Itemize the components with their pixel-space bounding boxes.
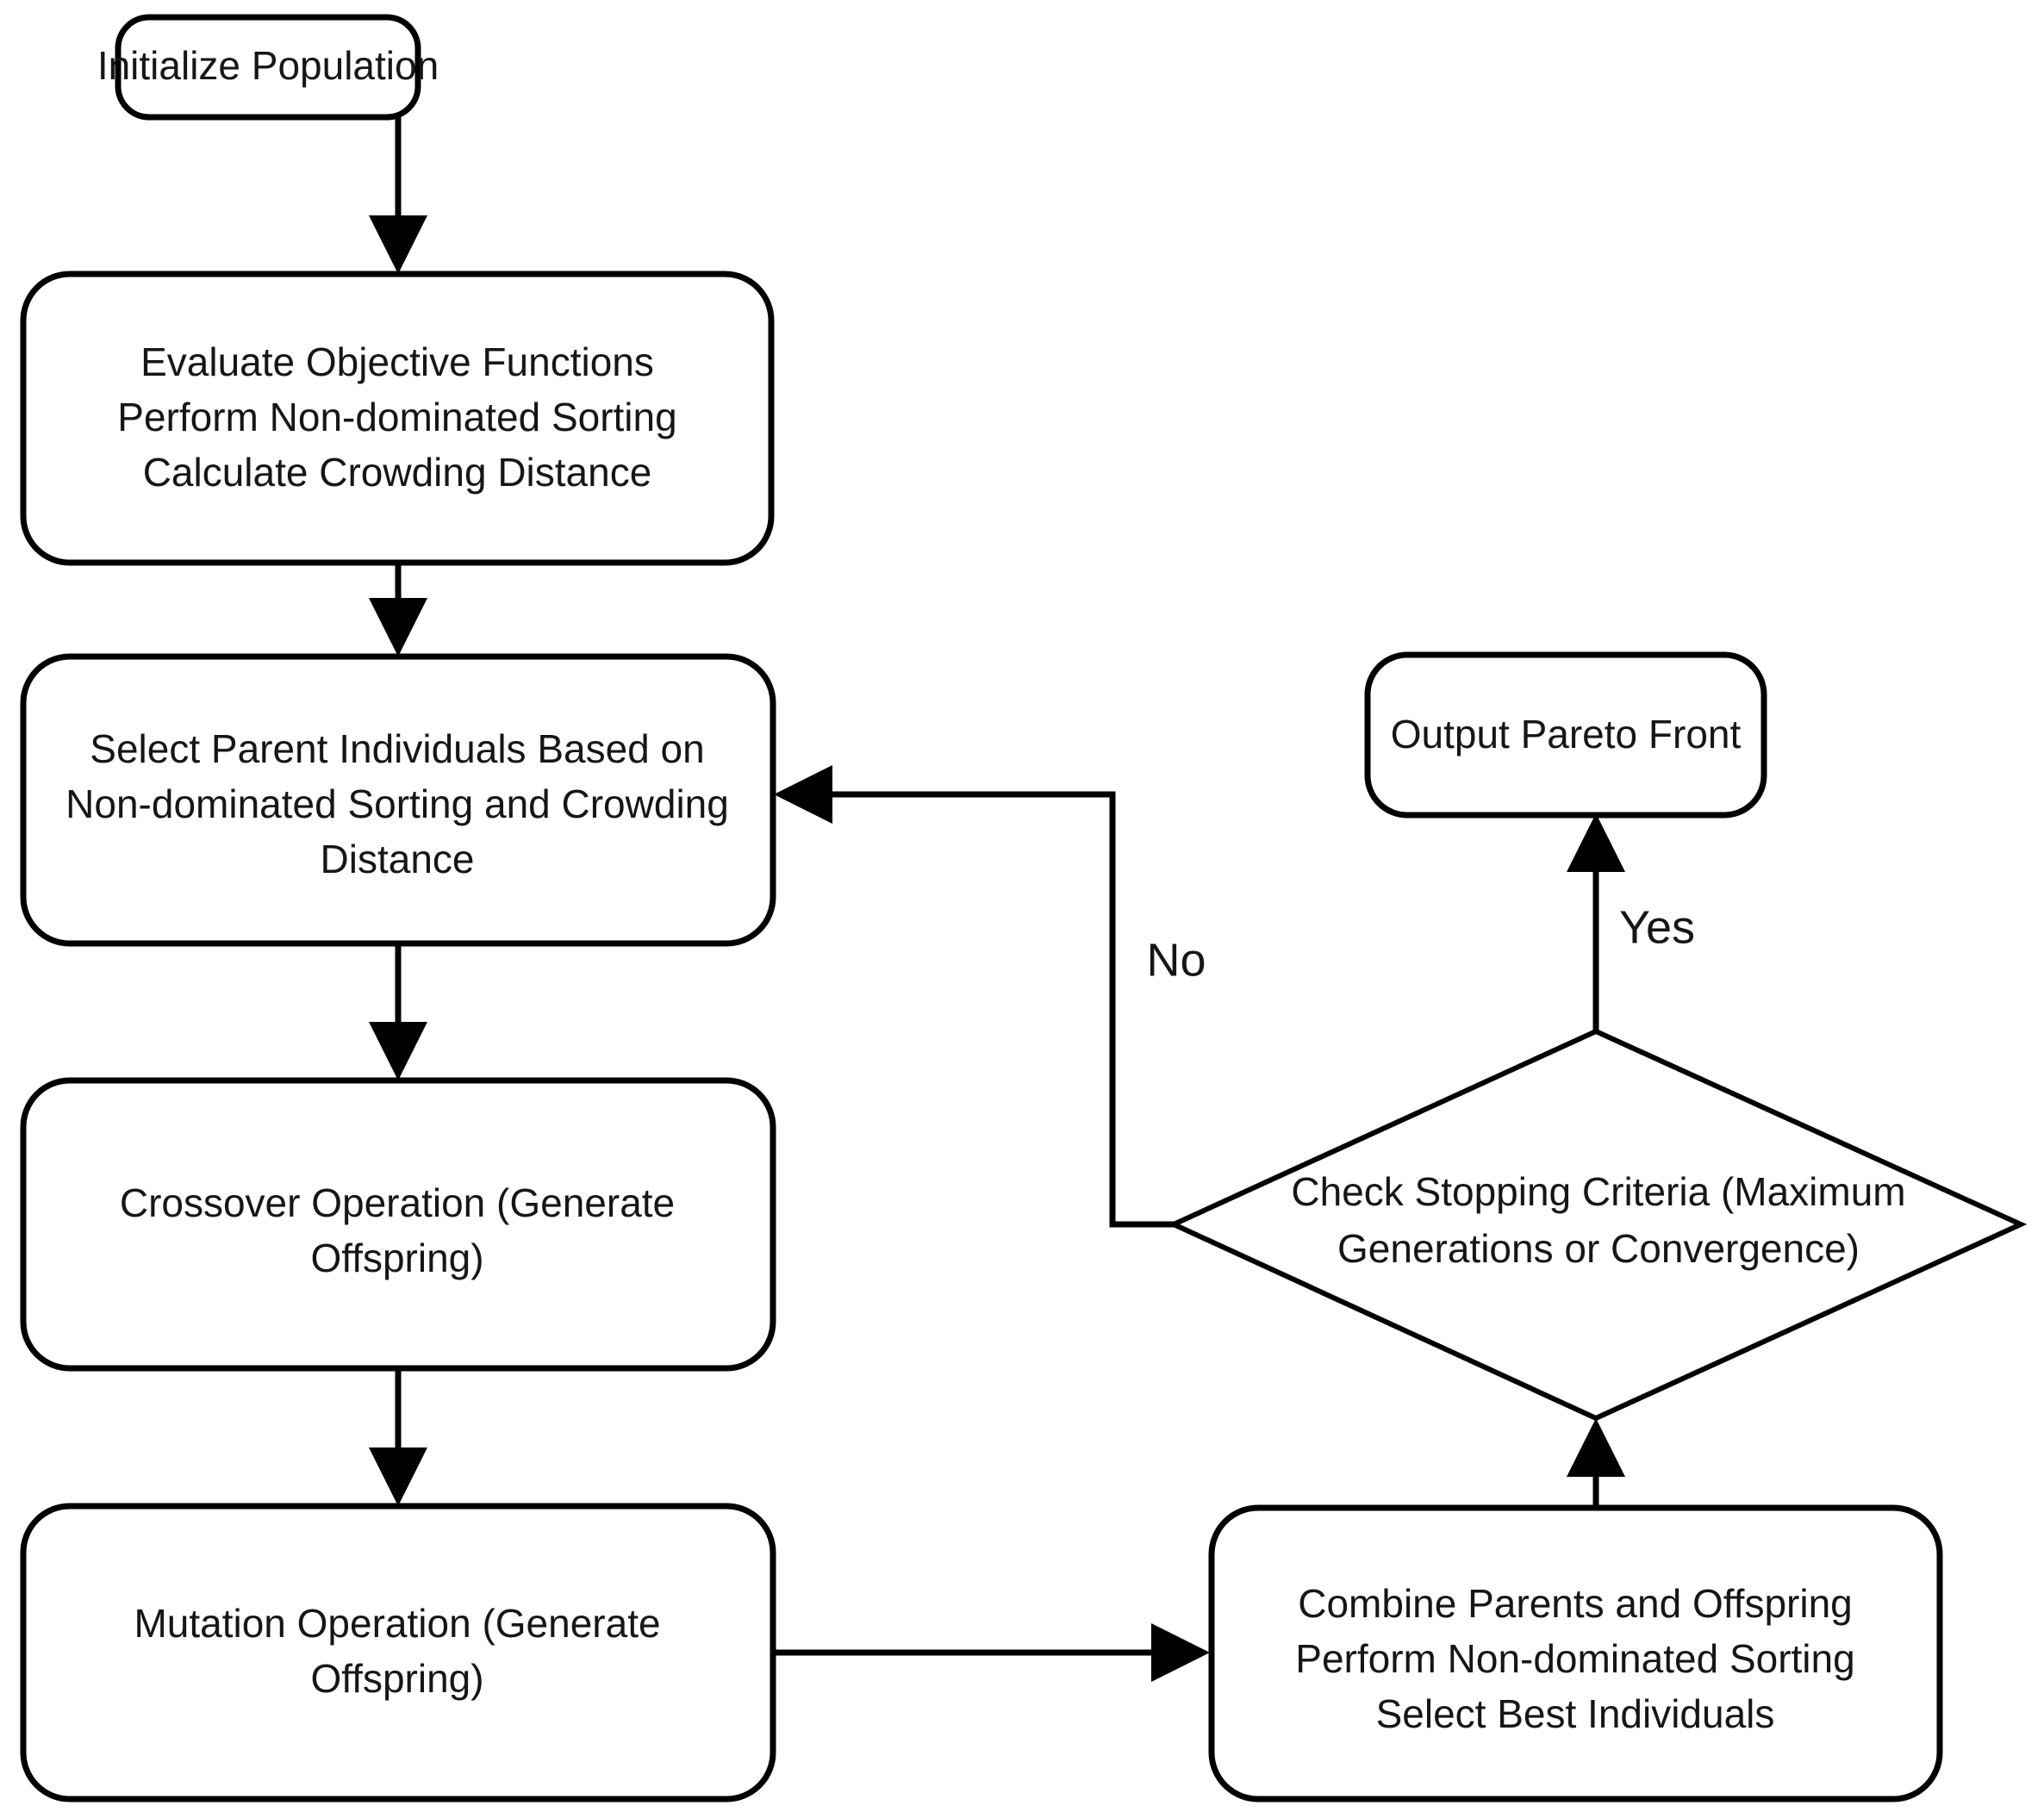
node-evaluate-objective-functions-shape (20, 271, 775, 566)
node-crossover-line-1: Crossover Operation (Generate (120, 1180, 675, 1225)
edge-initialize-to-evaluate (369, 117, 427, 274)
node-check-stopping-line-2: Generations or Convergence) (1337, 1226, 1860, 1271)
edge-label-yes: Yes (1619, 901, 1695, 953)
node-mutation-line-1: Mutation Operation (Generate (134, 1601, 660, 1646)
node-combine-parents-offspring-shape (1208, 1504, 1943, 1802)
edge-check-stopping-to-output-yes (1567, 813, 1625, 1031)
node-mutation-line-2: Offspring) (310, 1656, 483, 1701)
node-mutation-operation-shape (20, 1503, 776, 1802)
node-combine-line-1: Combine Parents and Offspring (1298, 1581, 1853, 1626)
edge-evaluate-to-select-parents (369, 563, 427, 657)
node-select-parent-individuals[interactable]: Select Parent Individuals Based on Non-d… (20, 653, 776, 947)
node-check-stopping-criteria[interactable]: Check Stopping Criteria (Maximum Generat… (1167, 1028, 2028, 1422)
node-crossover-operation[interactable]: Crossover Operation (Generate Offspring) (20, 1077, 776, 1372)
edge-label-no: No (1146, 934, 1206, 986)
node-evaluate-line-1: Evaluate Objective Functions (140, 339, 654, 384)
node-select-parents-line-1: Select Parent Individuals Based on (90, 726, 704, 771)
node-initialize-population-shape (115, 14, 421, 121)
node-select-parent-individuals-shape (20, 653, 776, 947)
node-initialize-population[interactable]: Initialize Population (97, 14, 439, 121)
edge-check-stopping-to-select-parents-no (774, 765, 1175, 1228)
node-check-stopping-criteria-shape (1167, 1028, 2028, 1422)
node-mutation-operation[interactable]: Mutation Operation (Generate Offspring) (20, 1503, 776, 1802)
node-output-pareto-front-label: Output Pareto Front (1391, 712, 1742, 756)
edge-crossover-to-mutation (369, 1368, 427, 1506)
node-select-parents-line-2: Non-dominated Sorting and Crowding (65, 781, 729, 826)
node-combine-line-2: Perform Non-dominated Sorting (1295, 1636, 1854, 1681)
node-output-pareto-front[interactable]: Output Pareto Front (1364, 651, 1767, 819)
edge-select-parents-to-crossover (369, 943, 427, 1080)
node-combine-parents-offspring[interactable]: Combine Parents and Offspring Perform No… (1208, 1504, 1943, 1802)
node-crossover-line-2: Offspring) (310, 1236, 483, 1280)
node-combine-line-3: Select Best Individuals (1376, 1691, 1775, 1736)
node-evaluate-objective-functions[interactable]: Evaluate Objective Functions Perform Non… (20, 271, 775, 566)
edge-combine-to-check-stopping (1567, 1418, 1625, 1508)
node-select-parents-line-3: Distance (321, 837, 475, 881)
node-evaluate-line-3: Calculate Crowding Distance (143, 450, 652, 495)
node-evaluate-line-2: Perform Non-dominated Sorting (117, 395, 676, 439)
edge-mutation-to-combine (773, 1623, 1210, 1682)
node-output-pareto-front-shape (1364, 651, 1767, 819)
node-crossover-operation-shape (20, 1077, 776, 1372)
node-initialize-population-label: Initialize Population (97, 43, 439, 88)
node-check-stopping-line-1: Check Stopping Criteria (Maximum (1291, 1169, 1905, 1214)
